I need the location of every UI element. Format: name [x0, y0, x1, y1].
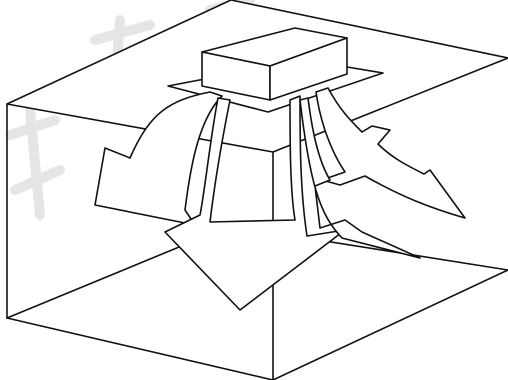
unit-box-right — [269, 37, 348, 101]
airflow-arrow-center — [164, 95, 346, 311]
airflow-arrow-right-upper — [315, 87, 466, 219]
airflow-arrow-right-lower — [299, 97, 421, 259]
floor-right-edge — [272, 269, 508, 380]
airflow-arrows — [94, 87, 466, 311]
floor-left-edge — [6, 317, 274, 380]
